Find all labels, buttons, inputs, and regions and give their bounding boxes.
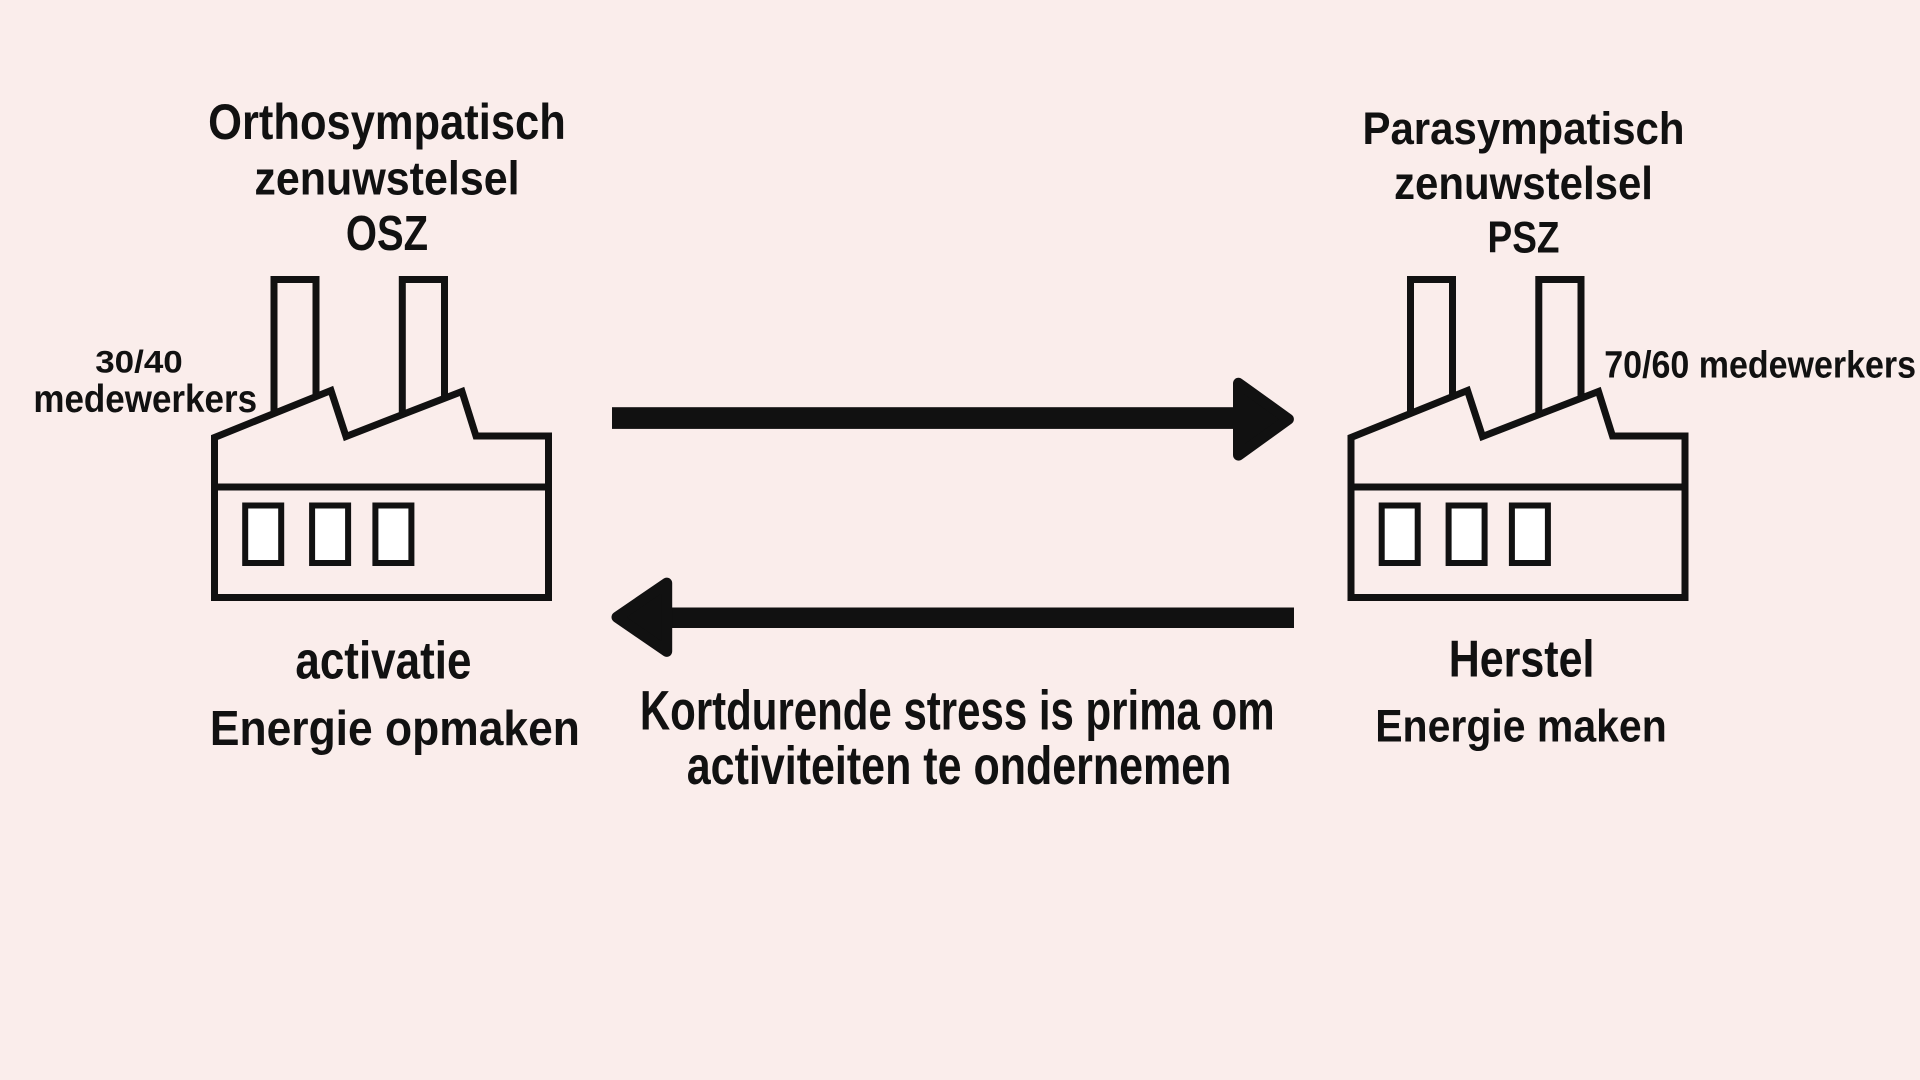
svg-text:Kortdurende stress is prima om: Kortdurende stress is prima om — [640, 680, 1275, 742]
svg-text:zenuwstelsel: zenuwstelsel — [1394, 158, 1653, 209]
svg-text:activatie: activatie — [295, 632, 471, 691]
svg-text:Energie maken: Energie maken — [1375, 702, 1667, 752]
svg-text:70/60 medewerkers: 70/60 medewerkers — [1604, 343, 1916, 386]
svg-text:Energie opmaken: Energie opmaken — [210, 701, 580, 755]
svg-text:PSZ: PSZ — [1488, 212, 1560, 262]
svg-text:Parasympatisch: Parasympatisch — [1362, 104, 1684, 155]
svg-text:activiteiten te ondernemen: activiteiten te ondernemen — [687, 736, 1232, 796]
svg-text:Orthosympatisch: Orthosympatisch — [208, 93, 566, 150]
svg-text:30/40: 30/40 — [95, 345, 183, 380]
svg-text:Herstel: Herstel — [1449, 631, 1595, 689]
svg-text:medewerkers: medewerkers — [33, 377, 257, 420]
svg-text:OSZ: OSZ — [346, 207, 428, 261]
svg-text:zenuwstelsel: zenuwstelsel — [254, 152, 519, 205]
